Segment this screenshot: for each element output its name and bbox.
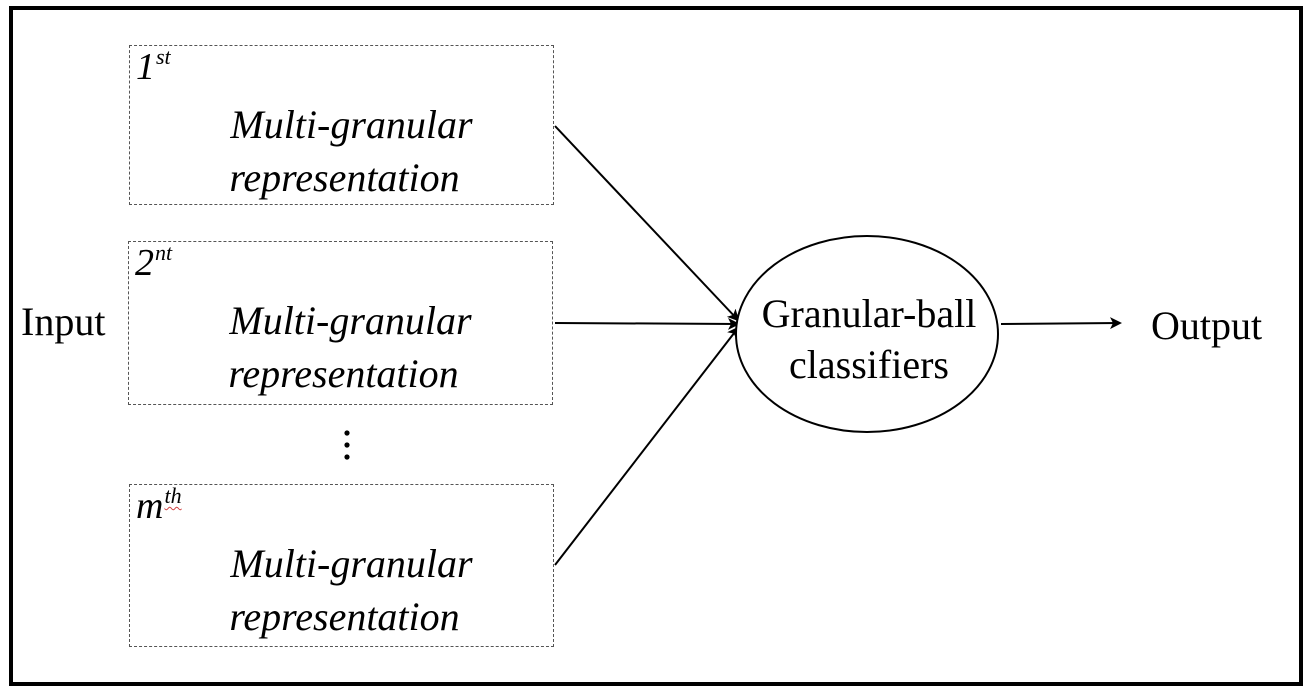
- vertical-ellipsis-icon: [344, 430, 350, 460]
- arrow-box3-to-classifier: [554, 326, 740, 566]
- output-label: Output: [1151, 303, 1263, 348]
- representation-box-1: 1st Multi-granular representation: [129, 45, 554, 205]
- classifier-label: Granular-ball classifiers: [737, 288, 1001, 390]
- arrow-box1-to-classifier: [554, 125, 740, 322]
- representation-box-3: mth Multi-granular representation: [129, 484, 554, 647]
- representation-label-3: Multi-granular representation: [130, 537, 553, 643]
- representation-label-1: Multi-granular representation: [130, 98, 553, 204]
- representation-box-2: 2nt Multi-granular representation: [128, 241, 553, 405]
- ordinal-number: 1: [136, 46, 155, 88]
- ordinal-label-2: 2nt: [135, 242, 172, 284]
- classifier-ellipse: [735, 235, 999, 433]
- ordinal-number: 2: [135, 242, 154, 284]
- representation-line2: representation: [228, 351, 459, 396]
- representation-line1: Multi-granular: [230, 541, 473, 586]
- ordinal-number: m: [136, 485, 164, 527]
- classifier-line2: classifiers: [789, 342, 949, 387]
- ordinal-suffix: th: [164, 483, 182, 508]
- representation-label-2: Multi-granular representation: [129, 294, 552, 400]
- ordinal-suffix: nt: [155, 240, 173, 265]
- representation-line1: Multi-granular: [229, 298, 472, 343]
- ordinal-label-3: mth: [136, 485, 182, 527]
- representation-line2: representation: [229, 155, 460, 200]
- input-label: Input: [21, 299, 106, 344]
- arrow-classifier-to-output: [1000, 317, 1122, 330]
- ordinal-suffix: st: [156, 44, 171, 69]
- diagram-frame: [9, 6, 1303, 686]
- classifier-line1: Granular-ball: [761, 291, 977, 336]
- ordinal-label-1: 1st: [136, 46, 171, 88]
- representation-line2: representation: [229, 594, 460, 639]
- representation-line1: Multi-granular: [230, 102, 473, 147]
- arrow-box2-to-classifier: [554, 317, 740, 330]
